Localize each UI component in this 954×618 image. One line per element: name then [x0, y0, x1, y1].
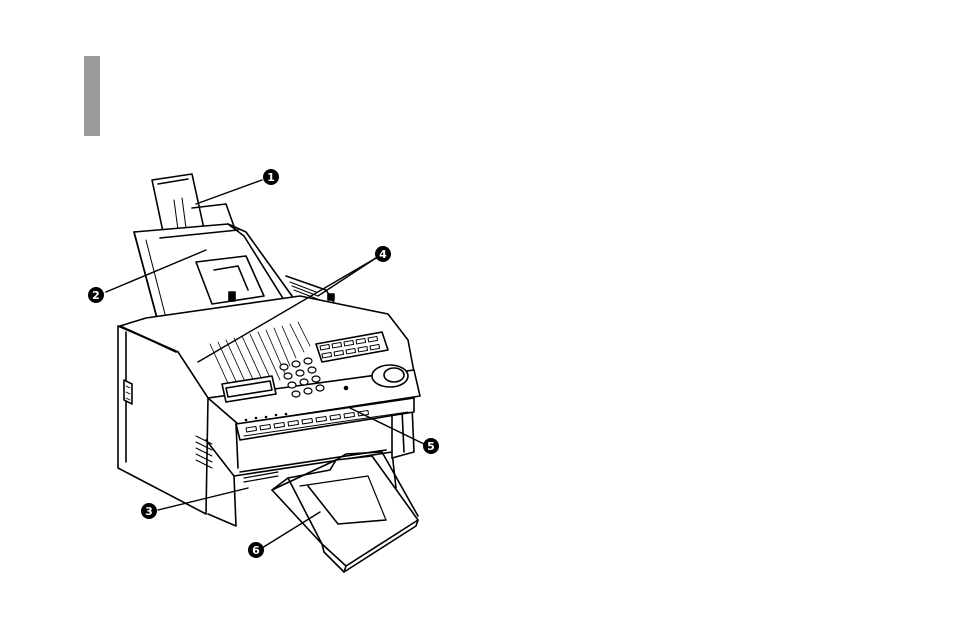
callout-2-number: 2	[92, 289, 100, 302]
callout-5: 5	[423, 438, 439, 454]
callout-3: 3	[141, 503, 157, 519]
callout-4-number: 4	[379, 248, 387, 261]
callout-6: 6	[248, 542, 264, 558]
callout-6-number: 6	[252, 544, 260, 557]
callout-3-number: 3	[145, 505, 153, 518]
callout-1-number: 1	[267, 171, 275, 184]
output-tray	[272, 452, 418, 572]
callout-4: 4	[375, 246, 391, 262]
callout-2: 2	[88, 287, 104, 303]
callout-1: 1	[263, 169, 279, 185]
callout-5-number: 5	[427, 440, 435, 453]
